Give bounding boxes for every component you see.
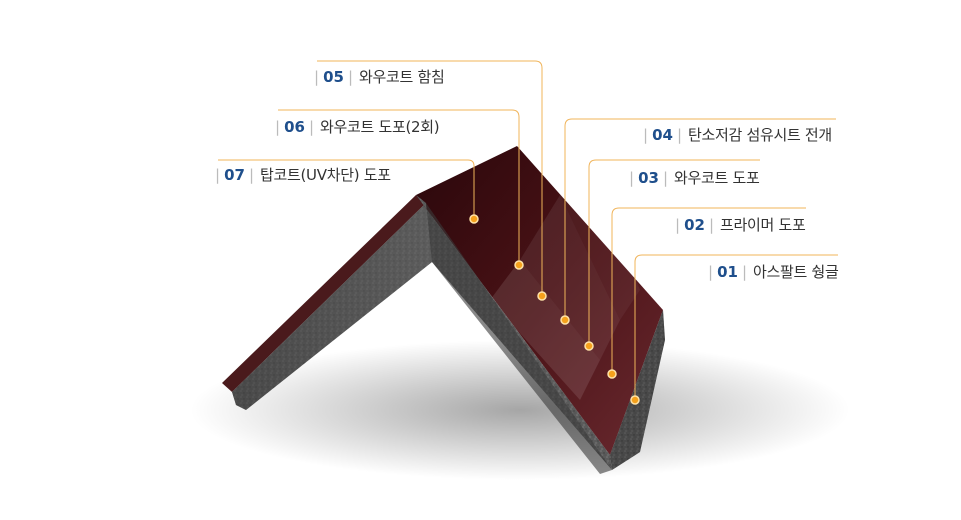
layer-label-01: |01|아스팔트 쉉글 (708, 263, 839, 281)
layer-number: 03 (638, 169, 659, 187)
leader-02 (611, 207, 806, 374)
layer-number: 05 (323, 68, 344, 86)
right-edge-shingle (610, 310, 665, 470)
marker-01 (630, 395, 640, 405)
layer-label-05: |05|와우코트 함침 (314, 68, 445, 86)
marker-05 (537, 291, 547, 301)
marker-07 (469, 214, 479, 224)
layer-text: 탄소저감 섬유시트 전개 (688, 126, 832, 144)
leader-05 (317, 60, 543, 296)
layer-number: 06 (284, 118, 305, 136)
ground-shadow (190, 340, 850, 480)
layer-text: 탑코트(UV차단) 도포 (260, 166, 391, 184)
layer-text: 와우코트 도포 (674, 169, 760, 187)
band-03 (520, 195, 620, 360)
leader-07 (218, 159, 475, 218)
right-edge-shade (610, 310, 665, 470)
leader-lines (218, 60, 838, 400)
leader-03 (588, 159, 760, 346)
marker-03 (584, 341, 594, 351)
left-slope-surface (222, 195, 426, 392)
markers (469, 214, 640, 405)
layer-label-02: |02|프라이머 도포 (675, 216, 806, 234)
layer-number: 04 (652, 126, 673, 144)
marker-06 (514, 260, 524, 270)
right-slope-coating (416, 146, 663, 455)
layer-text: 아스팔트 쉉글 (753, 263, 839, 281)
layer-label-04: |04|탄소저감 섬유시트 전개 (643, 126, 832, 144)
layer-label-03: |03|와우코트 도포 (629, 169, 760, 187)
band-04 (490, 260, 600, 400)
band-02 (560, 170, 640, 320)
front-face (426, 203, 612, 474)
leader-01 (634, 254, 838, 400)
layer-label-07: |07|탑코트(UV차단) 도포 (215, 166, 391, 184)
layer-text: 와우코트 함침 (359, 68, 445, 86)
layer-text: 프라이머 도포 (720, 216, 806, 234)
layer-number: 07 (224, 166, 245, 184)
marker-02 (607, 369, 617, 379)
layer-text: 와우코트 도포(2회) (320, 118, 440, 136)
leader-06 (278, 109, 520, 265)
leader-04 (564, 118, 836, 320)
layer-number: 02 (684, 216, 705, 234)
layer-label-06: |06|와우코트 도포(2회) (275, 118, 440, 136)
left-slope-shade (232, 203, 432, 410)
marker-04 (560, 315, 570, 325)
layer-number: 01 (717, 263, 738, 281)
